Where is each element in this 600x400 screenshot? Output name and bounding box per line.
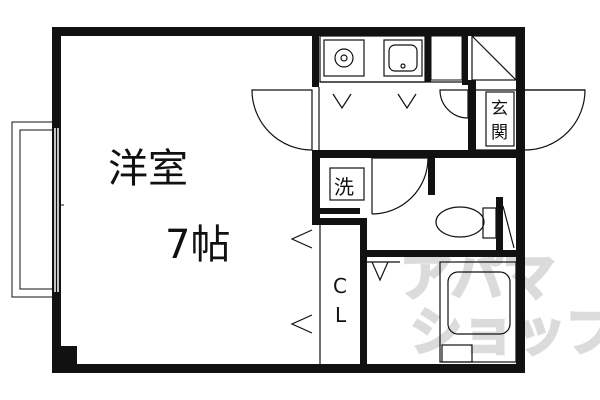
washroom-tag bbox=[329, 167, 365, 201]
washroom-label: 洗 bbox=[334, 175, 354, 199]
entrance-label-1: 玄 bbox=[491, 99, 508, 119]
entrance-box bbox=[485, 91, 515, 147]
sink-icon bbox=[383, 39, 423, 77]
bath-marker bbox=[367, 261, 400, 282]
entrance-label-2: 関 bbox=[491, 123, 508, 143]
bathtub-icon bbox=[439, 261, 517, 363]
closet-label-l: L bbox=[335, 303, 347, 327]
watermark-logo: アパマ ショップ bbox=[399, 247, 600, 365]
closet-label-c: C bbox=[333, 274, 347, 298]
walls bbox=[52, 27, 525, 373]
kitchen-counter bbox=[319, 35, 468, 83]
closet-markers bbox=[290, 225, 321, 364]
fridge-space bbox=[430, 35, 463, 81]
main-room-name: 洋室 bbox=[108, 146, 188, 192]
hall-markers bbox=[332, 93, 417, 110]
stove-icon bbox=[323, 39, 365, 77]
hallway-lines bbox=[318, 87, 516, 151]
window bbox=[54, 128, 59, 292]
toilet-icon bbox=[435, 205, 515, 249]
shoe-cabinet-icon bbox=[471, 35, 517, 81]
main-room-size: 7帖 bbox=[165, 222, 230, 268]
door-swings bbox=[251, 89, 586, 215]
